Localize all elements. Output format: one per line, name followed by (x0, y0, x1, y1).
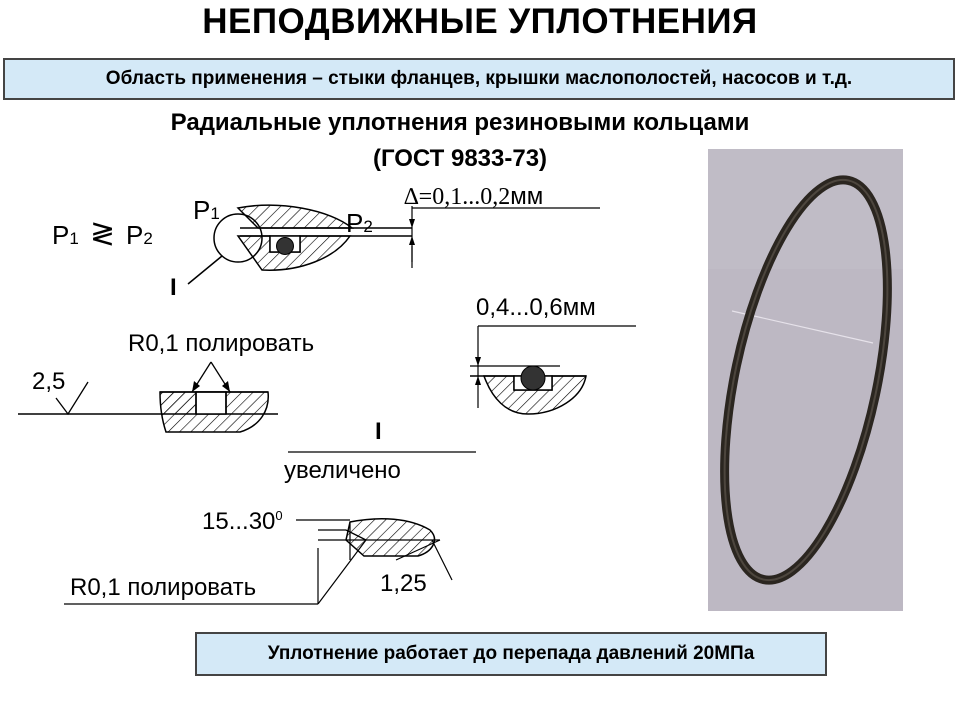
polish-label-top: R0,1 полировать (128, 330, 315, 357)
pressure-compare-sign: ≷ (90, 217, 116, 250)
enlarged-label: увеличено (284, 457, 401, 484)
groove-detail-right (470, 325, 636, 415)
upper-flange (236, 204, 355, 229)
p2-label-left: P2 (126, 220, 153, 250)
chamfer-detail (64, 518, 453, 605)
p2-label-top: P2 (346, 208, 373, 238)
angle-dimension: 15...300 (202, 508, 283, 535)
gap-dimension: ∆=0,1...0,2мм (404, 183, 544, 210)
gost-reference: (ГОСТ 9833-73) (372, 145, 548, 172)
application-banner: Область применения – стыки фланцев, крыш… (3, 58, 955, 100)
p1-label-top: P1 (193, 195, 220, 225)
detail-mark-label: I (170, 274, 177, 301)
o-ring-photo (708, 149, 903, 611)
detail-mark-label-2: I (375, 418, 382, 445)
o-ring-in-groove (520, 365, 546, 391)
polish-label-bottom: R0,1 полировать (70, 574, 257, 601)
groove-detail-upper (18, 361, 278, 433)
detail-circle (213, 213, 263, 263)
roughness-value: 2,5 (32, 368, 66, 395)
pressure-note: Уплотнение работает до перепада давлений… (195, 632, 827, 676)
roughness-symbol (55, 381, 89, 416)
assembly-section (187, 204, 600, 285)
section-subtitle: Радиальные уплотнения резиновыми кольцам… (170, 109, 750, 136)
p1-label-left: P1 (52, 220, 79, 250)
chamfer-dimension: 1,25 (380, 570, 427, 597)
page-title: НЕПОДВИЖНЫЕ УПЛОТНЕНИЯ (202, 2, 758, 41)
o-ring-section (276, 237, 294, 255)
groove-depth-dimension: 0,4...0,6мм (476, 294, 596, 321)
